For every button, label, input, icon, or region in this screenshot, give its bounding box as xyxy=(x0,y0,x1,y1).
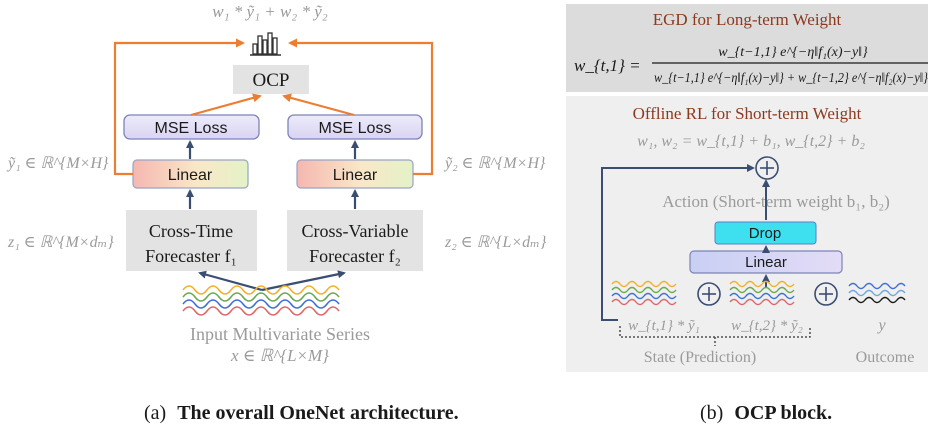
z2-embedding-label: z₂ ∈ ℝ^{L×dₘ} xyxy=(444,234,547,251)
top-combination-formula: w₁ * ỹ₁ + w₂ * ỹ₂ xyxy=(212,2,327,21)
forecaster-2-box xyxy=(287,210,423,271)
egd-denominator: w_{t−1,1} e^{−η‖f₁(x)−y‖} + w_{t−1,2} e^… xyxy=(654,71,928,86)
y1-output-label: ỹ₁ ∈ ℝ^{M×H} xyxy=(6,155,109,172)
caption-a: (a) The overall OneNet architecture. xyxy=(144,402,459,424)
mse-loss-right-box xyxy=(287,114,423,140)
state-wave-1 xyxy=(611,280,677,306)
outcome-label: Outcome xyxy=(856,349,915,366)
egd-title: EGD for Long-term Weight xyxy=(653,10,842,29)
state-label: State (Prediction) xyxy=(644,349,756,366)
egd-box xyxy=(566,4,928,92)
forecaster-1-box xyxy=(126,210,257,271)
state-term-1: w_{t,1} * ỹ₁ xyxy=(628,318,700,334)
caption-b: (b) OCP block. xyxy=(700,402,832,424)
drop-box xyxy=(714,221,817,245)
forecaster-2-line2: Forecaster f₂ xyxy=(309,246,401,266)
forecaster-1-line1: Cross-Time xyxy=(149,221,233,241)
state-term-2: w_{t,2} * ỹ₂ xyxy=(731,318,803,334)
ocp-box xyxy=(233,65,309,94)
svg-text:(a) The overall OneNet: (a) The overall OneNet architecture. xyxy=(144,402,459,424)
bar-chart-icon xyxy=(250,32,281,56)
mse-loss-right-label: MSE Loss xyxy=(319,120,392,137)
input-shape-label: x ∈ ℝ^{L×M} xyxy=(230,346,329,365)
panel-a-navy-arrows xyxy=(186,140,359,292)
caption-a-title: The overall OneNet architecture. xyxy=(177,402,458,424)
linear-left-label: Linear xyxy=(168,167,213,184)
caption-b-title: OCP block. xyxy=(734,402,832,424)
forecaster-2-line1: Cross-Variable xyxy=(302,221,409,241)
svg-text:(b) OCP block.: (b) OCP block. xyxy=(700,402,832,424)
rl-title: Offline RL for Short-term Weight xyxy=(633,104,862,123)
linear-right-label: Linear xyxy=(333,167,378,184)
state-brace xyxy=(619,326,811,346)
state-wave-2 xyxy=(729,280,795,306)
linear-b-label: Linear xyxy=(745,254,787,271)
forecaster-1-line2: Forecaster f₁ xyxy=(145,246,237,266)
caption-b-prefix: (b) xyxy=(700,402,723,424)
panel-b: EGD for Long-term Weight w_{t,1} = w_{t−… xyxy=(566,4,928,424)
input-series-waves xyxy=(182,285,340,316)
y2-output-label: ỹ₂ ∈ ℝ^{M×H} xyxy=(443,155,546,172)
ocp-label: OCP xyxy=(253,70,290,91)
mse-loss-left-label: MSE Loss xyxy=(155,120,228,137)
outcome-wave xyxy=(848,282,906,304)
rl-formula: w₁, w₂ = w_{t,1} + b₁, w_{t,2} + b₂ xyxy=(637,133,865,150)
panel-a-orange-arrows xyxy=(113,38,434,176)
outcome-y-label: y xyxy=(876,317,886,334)
input-series-label: Input Multivariate Series xyxy=(190,324,370,344)
state-plus-icon-1 xyxy=(697,282,721,306)
caption-a-prefix: (a) xyxy=(144,402,166,424)
drop-label: Drop xyxy=(749,225,782,242)
panel-a: w₁ * ỹ₁ + w₂ * ỹ₂ OCP MSE Loss MSE Loss … xyxy=(6,2,547,424)
state-plus-icon-2 xyxy=(814,282,838,306)
egd-numerator: w_{t−1,1} e^{−η‖f₁(x)−y‖} xyxy=(718,45,868,60)
egd-lhs: w_{t,1} = xyxy=(574,56,641,75)
z1-embedding-label: z₁ ∈ ℝ^{M×dₘ} xyxy=(7,234,114,251)
action-label: Action (Short-term weight b₁, b₂) xyxy=(662,192,890,211)
